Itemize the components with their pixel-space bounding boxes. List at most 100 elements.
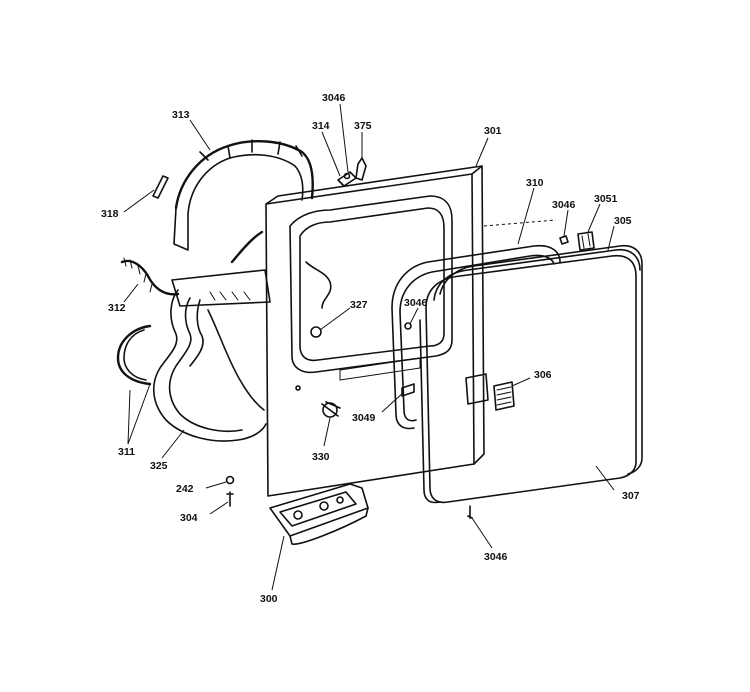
control-box-knob-3 — [336, 496, 344, 504]
seal-ring-inner — [123, 329, 147, 381]
callout-3046d: 3046 — [484, 551, 508, 563]
bracket-leg — [173, 207, 189, 251]
leader-3046c — [409, 307, 419, 325]
callout-242: 242 — [176, 483, 194, 495]
callout-327: 327 — [350, 299, 368, 311]
leader-307 — [595, 465, 615, 491]
door-edge — [419, 319, 441, 504]
part-314-375-clips — [337, 157, 367, 187]
door-opening-outer — [289, 195, 453, 374]
connector-dashed — [483, 219, 557, 227]
duct-outer — [153, 289, 267, 442]
callout-318: 318 — [101, 208, 119, 220]
inner-door-left — [391, 307, 415, 430]
harness-cable-2 — [230, 230, 264, 264]
clipped-top-fragments — [655, 0, 660, 6]
door-rim-1 — [433, 248, 641, 301]
leader-311 — [127, 383, 151, 445]
leader-3046b — [563, 209, 569, 237]
bracket-tabs — [199, 145, 303, 161]
leader-304 — [209, 501, 229, 515]
leader-330 — [323, 417, 331, 447]
door-rim-2 — [439, 244, 643, 475]
part-312-harness — [120, 230, 264, 296]
leader-305 — [607, 225, 615, 251]
part-311-seal — [116, 324, 152, 386]
leader-3046d — [471, 517, 493, 549]
part-3051-hinge — [559, 231, 595, 251]
part-242-nut — [225, 475, 235, 485]
control-box-inner — [279, 491, 357, 527]
leader-lines — [123, 103, 615, 591]
part-3046-screw-b — [559, 235, 569, 245]
panel-wire — [305, 261, 332, 309]
harness-cable — [120, 259, 180, 296]
seal-ring — [116, 324, 152, 386]
leader-327 — [319, 307, 351, 331]
leader-3049 — [381, 391, 405, 413]
bracket-outer — [174, 140, 314, 210]
callout-325: 325 — [150, 460, 168, 472]
panel-slot — [339, 357, 421, 381]
harness-ties — [123, 257, 153, 293]
callout-300: 300 — [260, 593, 278, 605]
front-panel-top-edge — [265, 165, 483, 205]
leader-242 — [205, 481, 227, 489]
leader-318 — [123, 189, 155, 213]
duct-contour — [207, 309, 265, 411]
front-panel-side-edge — [473, 165, 485, 465]
duct-vents — [209, 291, 251, 301]
part-304-screw — [226, 491, 234, 507]
part-307-outer-door — [419, 244, 643, 504]
callout-3046c: 3046 — [404, 297, 428, 309]
callout-330: 330 — [312, 451, 330, 463]
part-3046-screw-d — [467, 505, 473, 519]
callout-375: 375 — [354, 120, 372, 132]
callout-3046b: 3046 — [552, 199, 576, 211]
part-3046-screw-c — [404, 322, 412, 330]
part-318-strip — [152, 175, 169, 199]
callout-310: 310 — [526, 177, 544, 189]
callout-labels: 313 3046 314 375 301 318 310 3046 3051 3… — [101, 92, 640, 605]
callout-301: 301 — [484, 125, 502, 137]
leader-301 — [475, 137, 489, 167]
leader-314 — [321, 131, 341, 177]
callout-3051: 3051 — [594, 193, 618, 205]
leader-313 — [189, 119, 211, 151]
part-301-front-panel — [265, 165, 485, 497]
part-300-control-box — [269, 483, 369, 545]
callout-3046a: 3046 — [322, 92, 346, 104]
duct-top-plate — [171, 269, 271, 307]
bracket-ribs — [227, 139, 281, 159]
part-306-door-strike — [493, 381, 515, 411]
callout-305: 305 — [614, 215, 632, 227]
callout-312: 312 — [108, 302, 126, 314]
part-325-duct — [153, 269, 271, 442]
bracket-inner — [187, 153, 304, 215]
door-opening-inner — [299, 207, 445, 362]
control-box-top — [269, 483, 369, 537]
leader-325 — [161, 429, 185, 459]
strike-ribs — [496, 386, 512, 406]
leader-3051 — [587, 203, 601, 233]
callout-304: 304 — [180, 512, 198, 524]
part-3051-body — [577, 231, 595, 251]
part-327-switch — [310, 326, 322, 338]
control-box-bottom — [289, 507, 369, 545]
part-313-bracket — [173, 139, 314, 251]
control-box-knob-2 — [319, 501, 329, 511]
callout-314: 314 — [312, 120, 330, 132]
part-3046-screw — [343, 172, 351, 180]
leader-310 — [517, 187, 535, 245]
inner-door-left-2 — [399, 311, 417, 422]
callout-311: 311 — [118, 446, 135, 458]
callout-306: 306 — [534, 369, 552, 381]
callout-313: 313 — [172, 109, 190, 121]
part-3051-lines — [581, 233, 591, 249]
door-outer — [425, 254, 637, 504]
leader-300 — [271, 535, 285, 591]
leader-3046a — [339, 103, 349, 173]
panel-hole — [295, 385, 301, 391]
